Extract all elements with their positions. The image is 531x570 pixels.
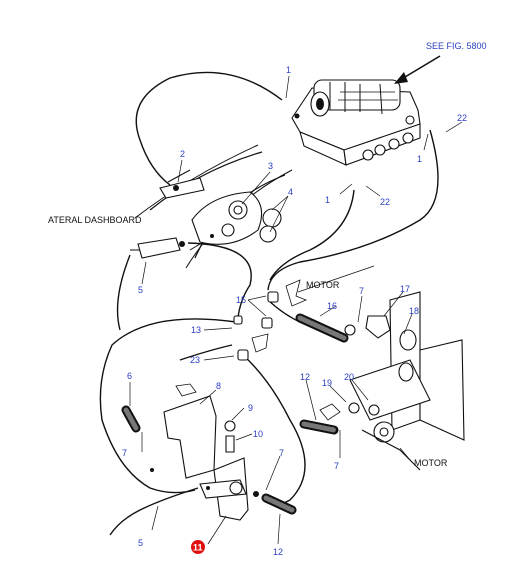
callout-17: 17 bbox=[400, 284, 410, 294]
highlight-badge-11 bbox=[191, 540, 205, 554]
reference-labels: SEE FIG. 5800 ATERAL DASHBOARD MOTOR MOT… bbox=[48, 41, 487, 468]
washer-nozzle-upper bbox=[159, 169, 205, 199]
callout-22-mid: 22 bbox=[380, 197, 390, 207]
callout-20: 20 bbox=[344, 372, 354, 382]
pump-bracket bbox=[199, 457, 259, 521]
washer-switch-cluster bbox=[191, 191, 282, 245]
see-fig-arrow bbox=[399, 55, 441, 81]
center-connectors bbox=[233, 279, 308, 361]
callout-1-right: 1 bbox=[417, 154, 422, 164]
washer-hoses bbox=[99, 71, 439, 536]
callout-22-right: 22 bbox=[457, 113, 467, 123]
callout-12-lower: 12 bbox=[273, 547, 283, 557]
callout-7-lower: 7 bbox=[334, 461, 339, 471]
callout-7-mid: 7 bbox=[279, 448, 284, 458]
washer-reservoir-assembly bbox=[291, 79, 421, 166]
callout-7-upper: 7 bbox=[359, 286, 364, 296]
callout-2: 2 bbox=[180, 149, 185, 159]
callout-4: 4 bbox=[288, 187, 293, 197]
callout-leaders bbox=[129, 75, 463, 545]
motor-label-top: MOTOR bbox=[306, 280, 340, 290]
reservoir-bracket bbox=[150, 383, 236, 479]
washer-pump-motor bbox=[319, 291, 465, 471]
callout-23: 23 bbox=[190, 355, 200, 365]
callout-1-mid: 1 bbox=[325, 195, 330, 205]
hose-sleeves bbox=[121, 313, 349, 515]
callout-5-upper: 5 bbox=[138, 285, 143, 295]
callout-6: 6 bbox=[127, 371, 132, 381]
callout-10: 10 bbox=[253, 429, 263, 439]
see-fig-label: SEE FIG. 5800 bbox=[426, 41, 487, 51]
motor-label-bottom: MOTOR bbox=[414, 458, 448, 468]
callout-8: 8 bbox=[216, 381, 221, 391]
callout-19: 19 bbox=[322, 378, 332, 388]
callout-1-top: 1 bbox=[286, 65, 291, 75]
callout-7-left: 7 bbox=[122, 448, 127, 458]
callout-15: 15 bbox=[236, 295, 246, 305]
callout-12-mid: 12 bbox=[300, 372, 310, 382]
dashboard-check-valve bbox=[130, 237, 185, 259]
part-callouts: 1 1 1 2 3 4 5 5 6 7 7 7 7 8 9 10 11 12 1… bbox=[122, 65, 467, 557]
callout-11: 11 bbox=[193, 543, 203, 553]
callout-9: 9 bbox=[248, 403, 253, 413]
dashboard-label: ATERAL DASHBOARD bbox=[48, 215, 142, 225]
callout-18: 18 bbox=[409, 306, 419, 316]
callout-16: 16 bbox=[327, 301, 337, 311]
callout-3: 3 bbox=[268, 161, 273, 171]
callout-5-lower: 5 bbox=[138, 538, 143, 548]
see-fig-arrowhead bbox=[394, 72, 408, 84]
callout-13: 13 bbox=[191, 325, 201, 335]
